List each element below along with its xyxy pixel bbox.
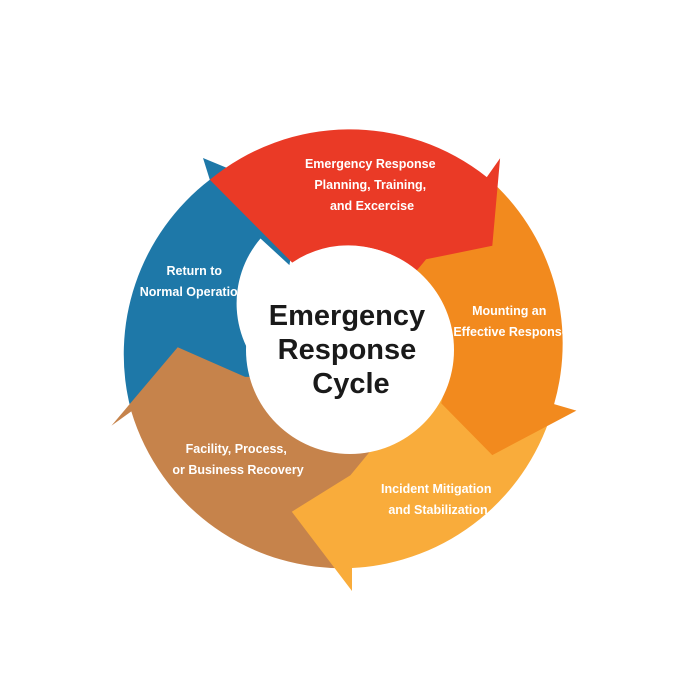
center-disc — [246, 246, 454, 454]
return-to-normal-label: Return to Normal Operations — [140, 264, 253, 299]
segment-label-line: and Stabilization — [388, 503, 487, 517]
segment-label-line: Planning, Training, — [314, 178, 426, 192]
incident-mitigation-label: Incident Mitigation and Stabilization — [381, 482, 495, 517]
segment-label-line: Normal Operations — [140, 285, 253, 299]
business-recovery-label: Facility, Process, or Business Recovery — [172, 442, 303, 477]
segment-label-line: Emergency Response — [305, 157, 436, 171]
center-title-line: Cycle — [312, 368, 389, 400]
segment-label-line: Mounting an — [472, 304, 546, 318]
segment-label-line: Facility, Process, — [186, 442, 287, 456]
center-title: Emergency Response Cycle — [269, 300, 433, 400]
planning-training-label: Emergency Response Planning, Training, a… — [305, 157, 439, 213]
center-title-line: Emergency — [269, 300, 425, 332]
segment-label-line: Return to — [166, 264, 222, 278]
segment-label-line: or Business Recovery — [172, 463, 303, 477]
segment-label-line: Effective Response — [453, 325, 568, 339]
segment-label-line: and Excercise — [330, 199, 414, 213]
effective-response-label: Mounting an Effective Response — [453, 304, 568, 339]
center-title-line: Response — [278, 334, 417, 366]
segment-label-line: Incident Mitigation — [381, 482, 491, 496]
planning-training-arrow — [209, 129, 501, 272]
